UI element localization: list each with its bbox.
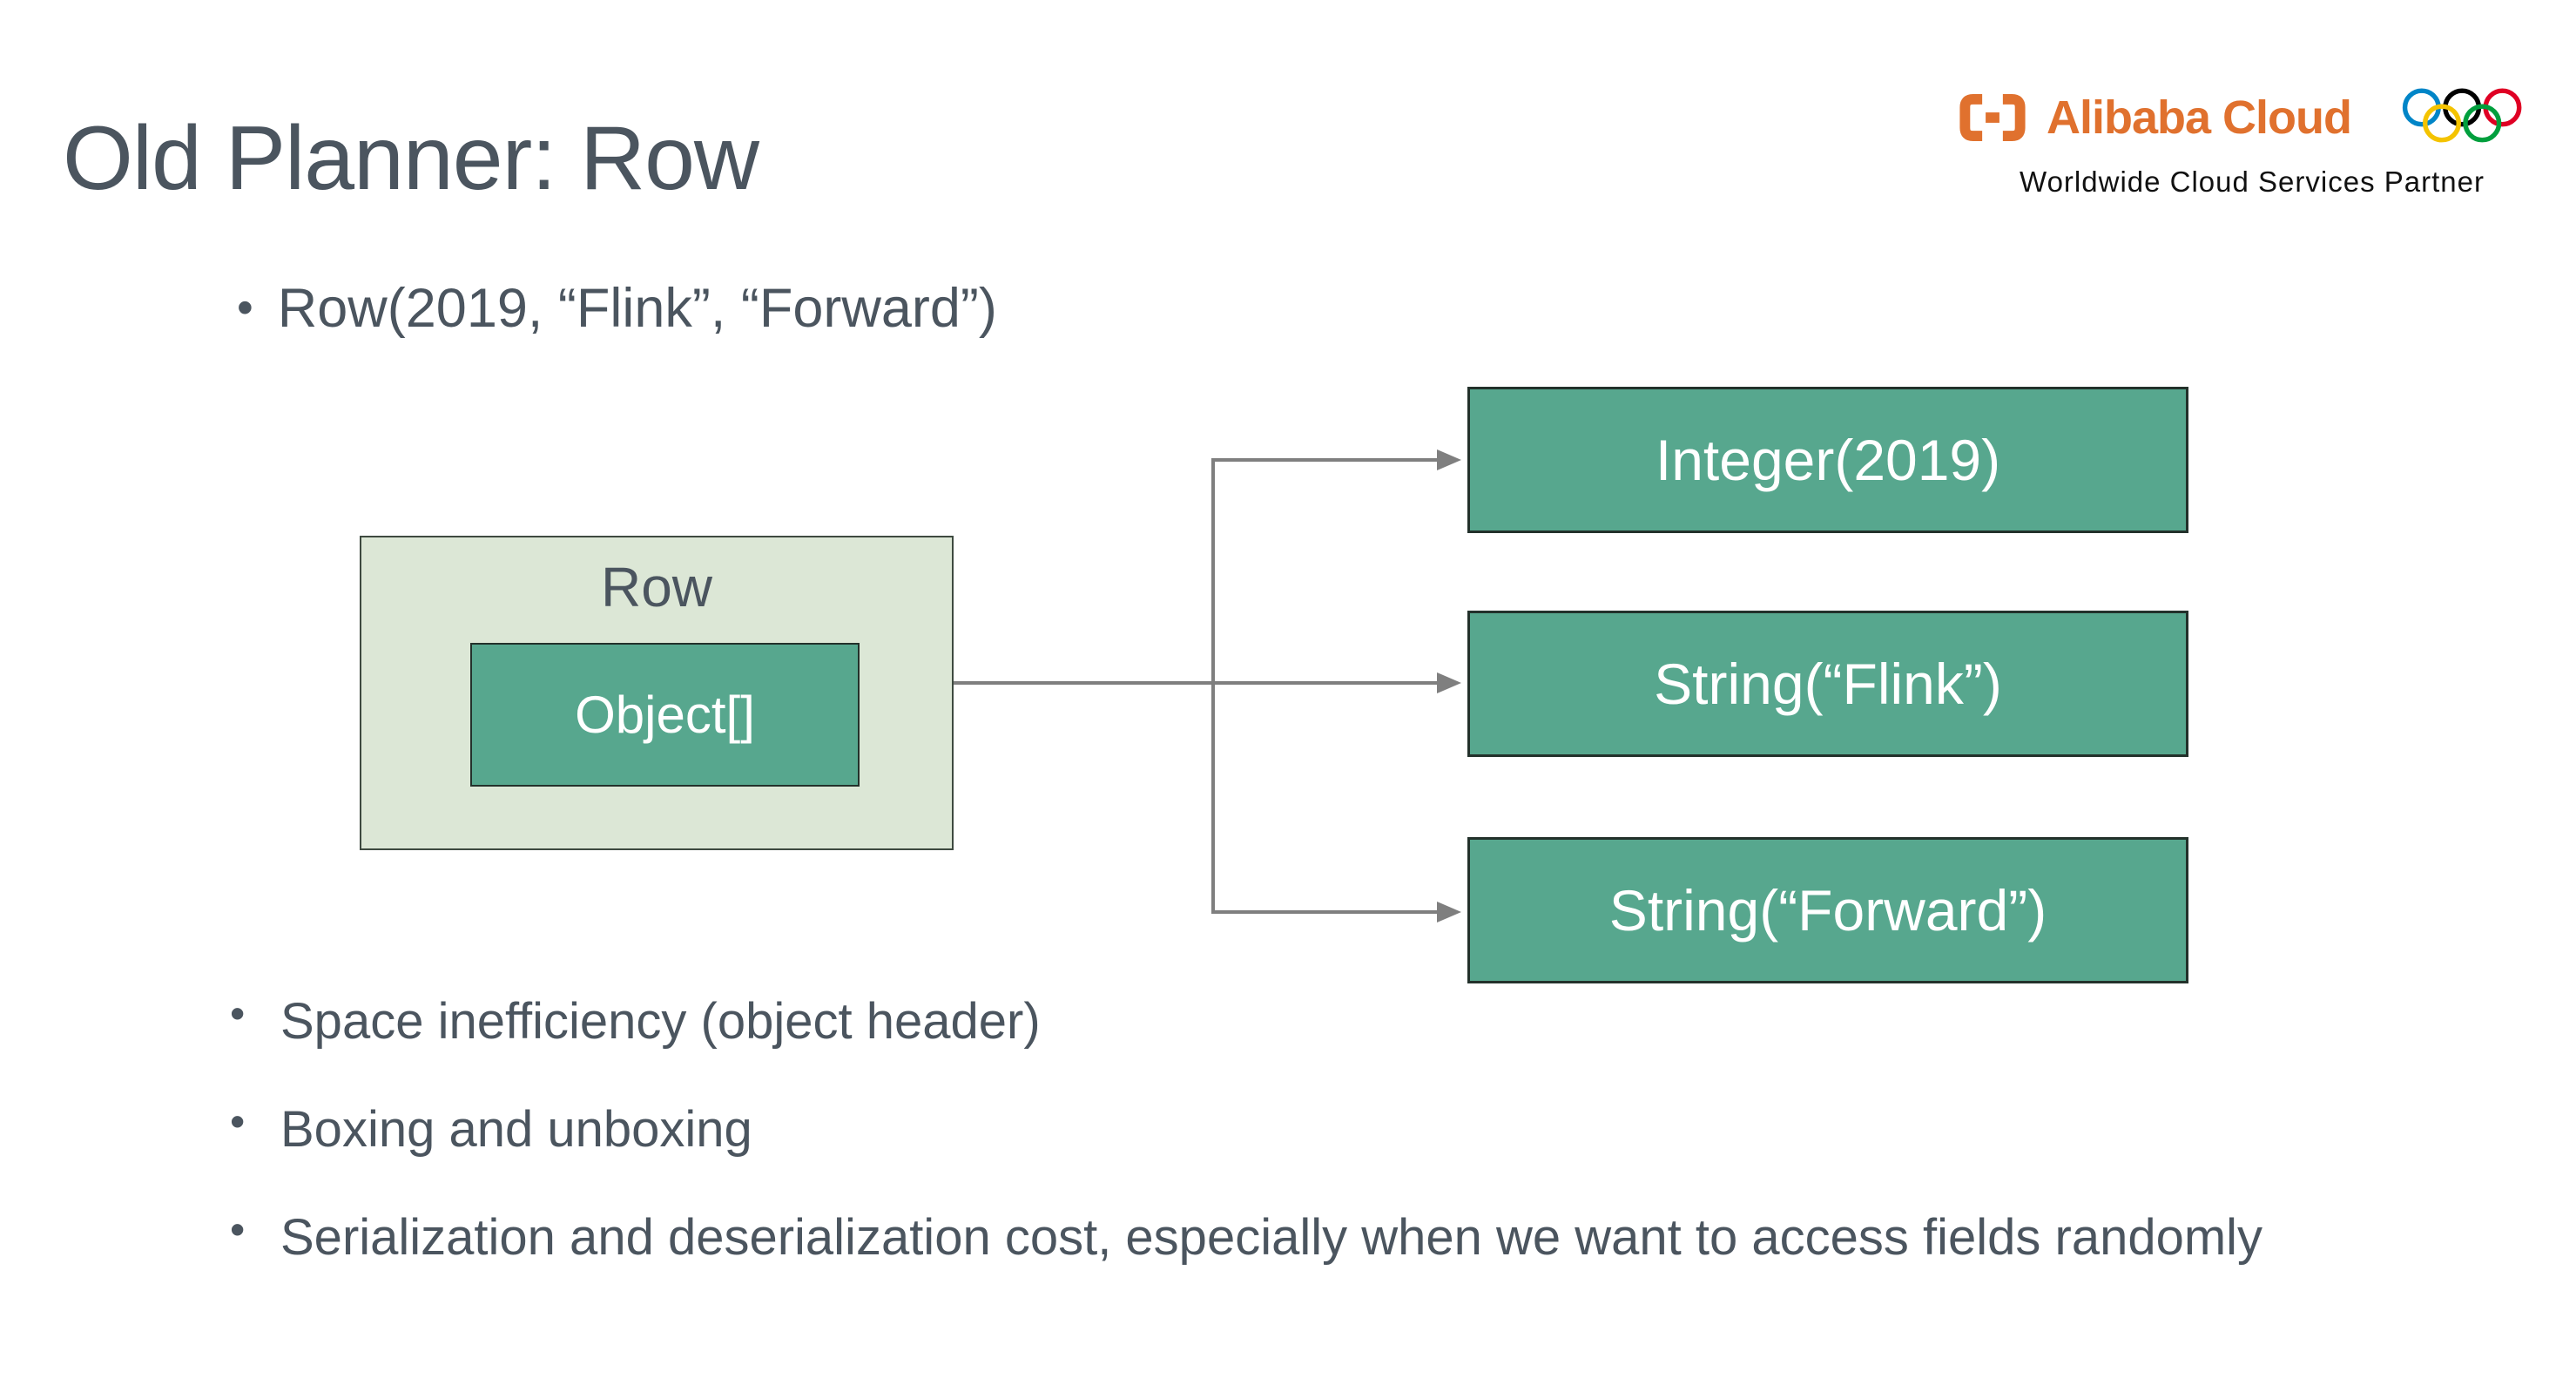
list-item: • Serialization and deserialization cost…	[228, 1199, 2344, 1277]
connector-trunk	[1211, 458, 1215, 914]
alibaba-cloud-bracket-icon	[1959, 93, 2026, 142]
alibaba-cloud-logo: Alibaba Cloud Worldwide Cloud Services P…	[1959, 80, 2531, 199]
arrowhead-top	[1437, 449, 1461, 470]
field-box-string-forward: String(“Forward”)	[1467, 837, 2188, 983]
page-title: Old Planner: Row	[63, 108, 759, 209]
object-array-label: Object[]	[575, 686, 755, 744]
row-label: Row	[600, 556, 713, 618]
arrowhead-middle	[1437, 672, 1461, 693]
arrowhead-bottom	[1437, 902, 1461, 922]
logo-row: Alibaba Cloud	[1959, 80, 2531, 155]
list-item: • Space inefficiency (object header)	[228, 983, 2344, 1061]
bullet-text: Space inefficiency (object header)	[280, 993, 1041, 1050]
ring-green	[2463, 104, 2502, 143]
row-container-box: Row Object[]	[360, 536, 954, 850]
example-bullet-text: Row(2019, “Flink”, “Forward”)	[277, 278, 997, 339]
connector-line-top	[1211, 458, 1441, 462]
example-bullet: • Row(2019, “Flink”, “Forward”)	[237, 277, 997, 340]
list-item: • Boxing and unboxing	[228, 1091, 2344, 1169]
field-box-string-flink: String(“Flink”)	[1467, 611, 2188, 757]
olympic-rings-icon	[2402, 88, 2522, 143]
bullet-text: Boxing and unboxing	[280, 1100, 752, 1158]
field-box-integer: Integer(2019)	[1467, 387, 2188, 533]
bullet-marker: •	[237, 282, 253, 334]
ring-yellow	[2423, 104, 2461, 143]
object-array-box: Object[]	[470, 643, 860, 787]
bullet-marker: •	[230, 1205, 246, 1253]
bullet-text: Serialization and deserialization cost, …	[280, 1208, 2263, 1266]
bullet-marker: •	[230, 990, 246, 1037]
logo-tagline: Worldwide Cloud Services Partner	[2020, 166, 2485, 198]
bullet-list: • Space inefficiency (object header) • B…	[228, 983, 2344, 1307]
bullet-marker: •	[230, 1097, 246, 1145]
brand-name: Alibaba Cloud	[2047, 91, 2352, 144]
connector-line-bottom	[1211, 910, 1441, 914]
connector-line-middle	[954, 681, 1441, 685]
